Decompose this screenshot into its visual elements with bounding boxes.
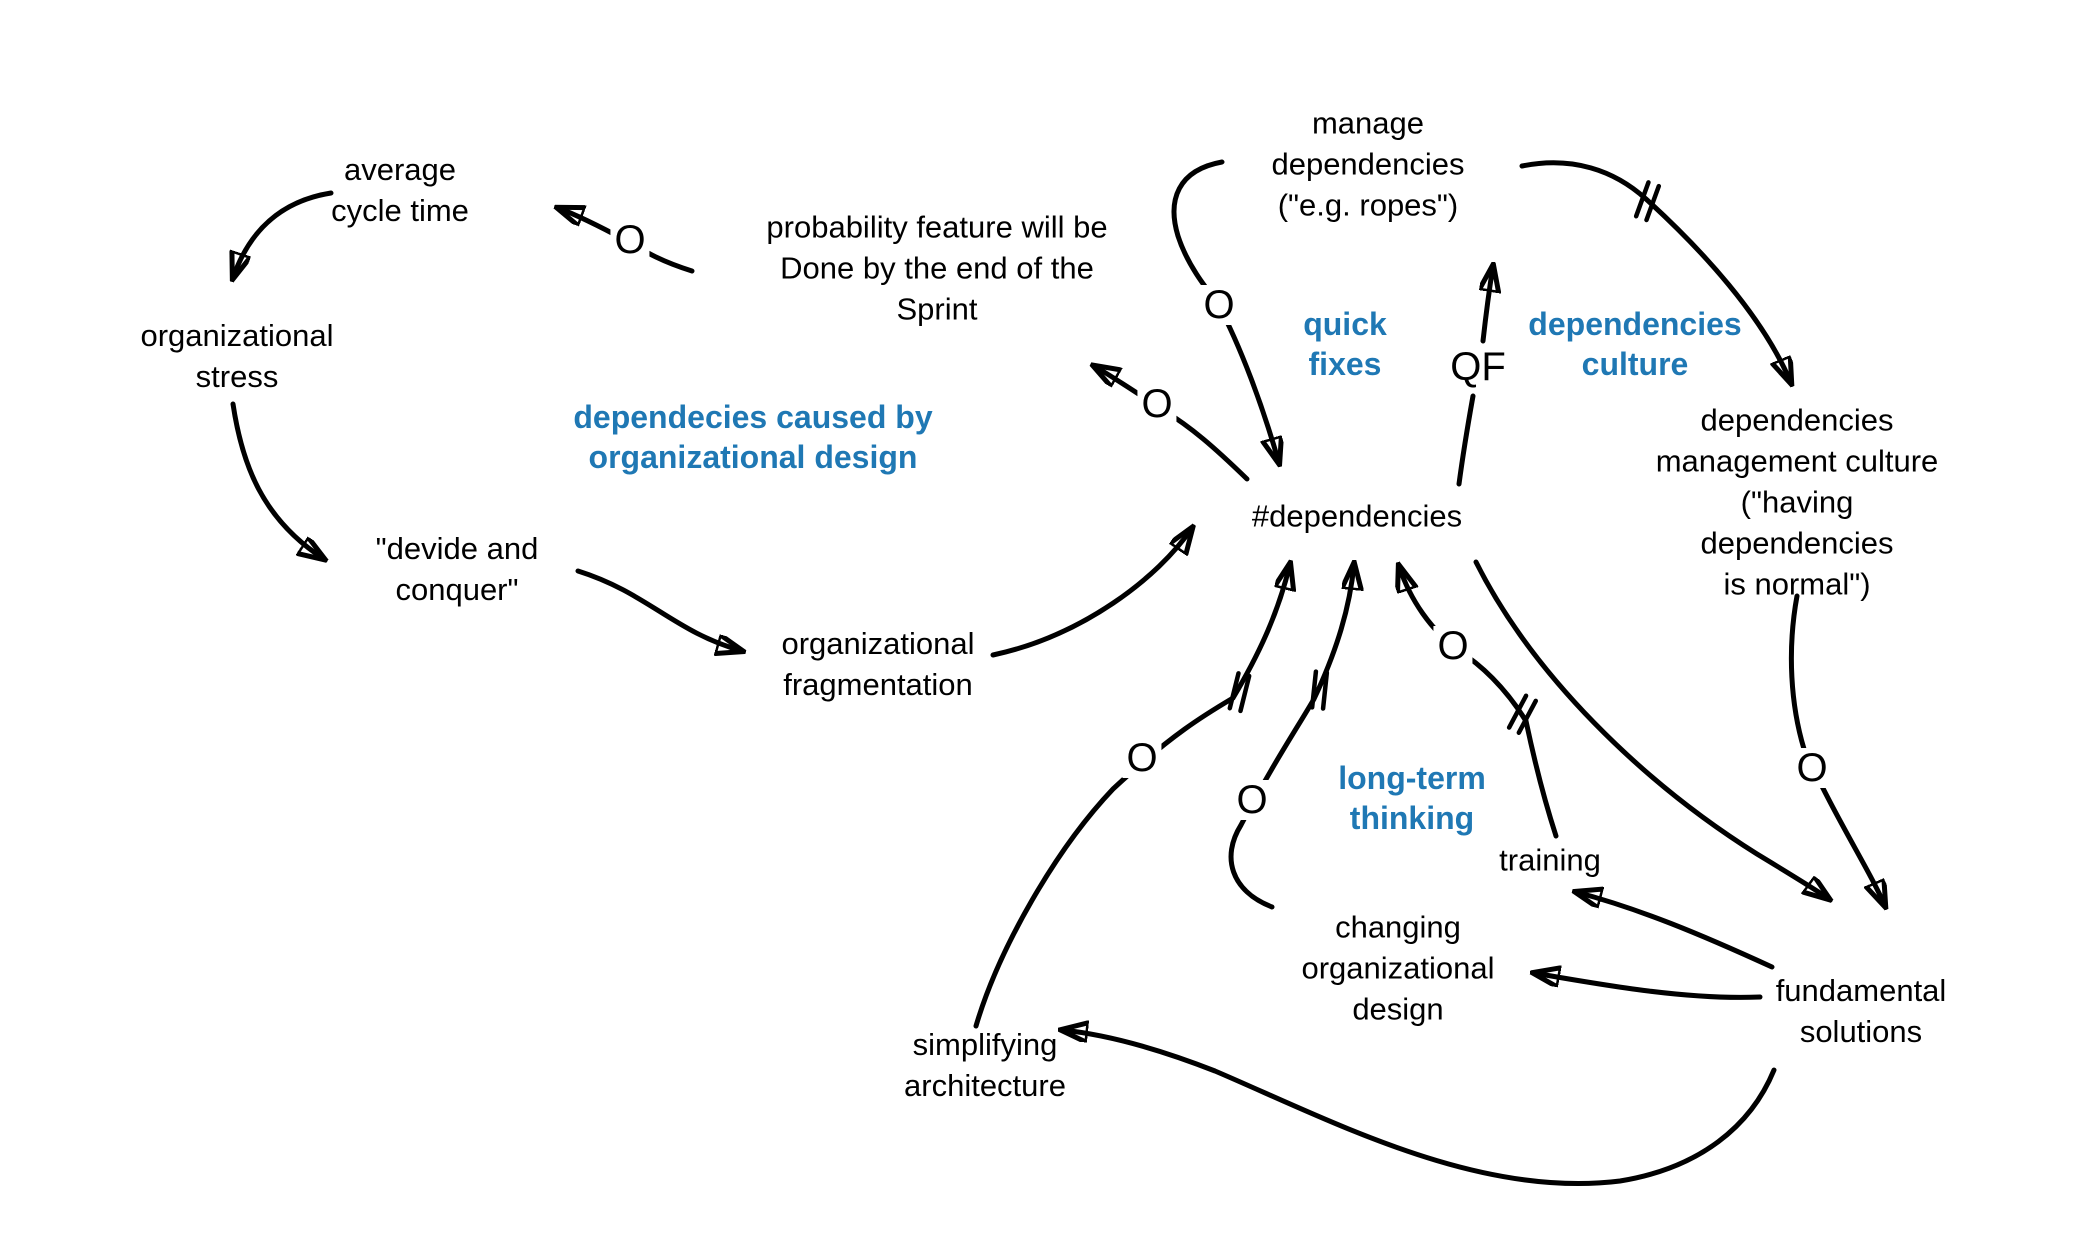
polarity-o-probability-to-cycle-time: O: [610, 220, 650, 260]
node-average-cycle-time: average cycle time: [331, 152, 469, 228]
delay-mark-manage-to-culture: [1633, 180, 1662, 223]
delay-mark-changing-to-dependencies: [1309, 669, 1330, 711]
polarity-o-changing-to-dependencies: O: [1232, 780, 1272, 820]
arrow-dependencies-to-fundamental: [1473, 559, 1829, 899]
node-manage-dependencies: manage dependencies ("e.g. ropes"): [1271, 105, 1465, 223]
polarity-o-culture-to-fundamental: O: [1792, 748, 1832, 788]
node-organizational-stress: organizational stress: [140, 318, 334, 394]
node-fundamental-solutions: fundamental solutions: [1775, 973, 1947, 1049]
polarity-o-dependencies-to-probability: O: [1137, 384, 1177, 424]
arrow-stress-to-devide: [230, 401, 324, 559]
arrow-changing-to-dependencies: [1228, 564, 1354, 910]
loop-label-dependencies-culture: dependencies culture: [1528, 306, 1742, 382]
arrow-training-to-dependencies: [1399, 566, 1559, 839]
node-changing-organizational-design: changing organizational design: [1301, 909, 1495, 1027]
node-dependencies-count: #dependencies: [1251, 498, 1463, 534]
node-probability-feature: probability feature will be Done by the …: [766, 209, 1108, 327]
arrow-devide-to-fragmentation: [575, 568, 742, 651]
polarity-o-training-to-dependencies: O: [1433, 626, 1473, 666]
arrow-simplifying-to-dependencies: [973, 564, 1290, 1029]
loop-label-long-term-thinking: long-term thinking: [1338, 760, 1486, 836]
arrow-fundamental-to-training: [1576, 892, 1775, 970]
arrow-dependencies-to-manage: [1456, 266, 1493, 487]
node-training: training: [1499, 842, 1601, 878]
polarity-o-simplifying-to-dependencies: O: [1122, 738, 1162, 778]
polarity-o-manage-to-dependencies: O: [1199, 285, 1239, 325]
arrow-manage-to-culture: [1519, 160, 1791, 383]
arrow-fragmentation-to-dependencies: [990, 528, 1192, 658]
delay-mark-training-to-dependencies: [1506, 693, 1538, 735]
loop-label-dependencies-caused-by-organizational-design: dependecies caused by organizational des…: [573, 399, 933, 475]
arrow-fundamental-to-changing: [1534, 973, 1763, 1000]
node-devide-and-conquer: "devide and conquer": [375, 531, 539, 607]
node-dependencies-management-culture: dependencies management culture ("having…: [1655, 402, 1939, 602]
arrow-fundamental-to-simplifying: [1062, 1030, 1777, 1187]
loop-label-quick-fixes: quick fixes: [1303, 306, 1387, 382]
node-simplifying-architecture: simplifying architecture: [904, 1027, 1066, 1103]
node-organizational-fragmentation: organizational fragmentation: [781, 626, 975, 702]
arrow-cycle-time-to-stress: [233, 190, 334, 278]
delay-mark-simplifying-to-dependencies: [1227, 671, 1252, 714]
arrow-manage-to-dependencies: [1171, 159, 1279, 463]
label-qf-dependencies-to-manage: QF: [1446, 347, 1510, 387]
